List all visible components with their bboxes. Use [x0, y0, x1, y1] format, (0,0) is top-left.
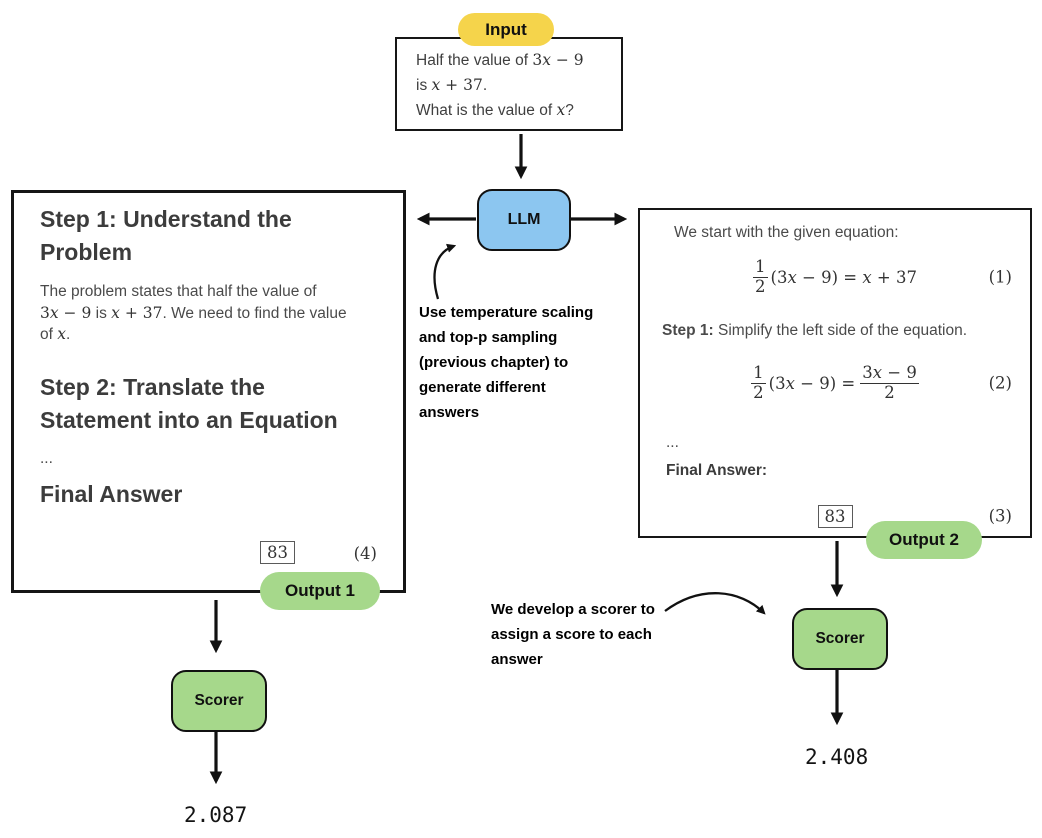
- equation-1-body: (3x − 9) = x + 37: [770, 267, 917, 287]
- output1-score-value: 2.087: [184, 803, 248, 827]
- output2-equation-1-number: (1): [988, 267, 1012, 287]
- output2-final-answer-label: Final Answer:: [666, 462, 768, 479]
- fraction-one-half: 1 2: [753, 257, 768, 296]
- input-badge: Input: [458, 13, 554, 46]
- scorer2-node: Scorer: [792, 608, 888, 670]
- output1-equation-number: (4): [353, 544, 377, 563]
- output2-step1-line: Step 1: Simplify the left side of the eq…: [662, 322, 968, 339]
- llm-node: LLM: [477, 189, 571, 251]
- equation-2-body: (3x − 9) =: [768, 373, 856, 393]
- output2-boxed-answer: 83: [817, 504, 853, 528]
- fraction-numerator: 1: [751, 363, 766, 384]
- fraction-rhs: 3x − 9 2: [860, 363, 919, 402]
- output1-boxed-answer: 83: [260, 541, 295, 564]
- output2-score-value: 2.408: [805, 745, 869, 769]
- fraction-numerator: 1: [753, 257, 768, 278]
- output2-intro: We start with the given equation:: [674, 224, 899, 241]
- curved-arrow-sampling-note-icon: [433, 243, 457, 300]
- output1-badge: Output 1: [260, 572, 380, 610]
- fraction-denominator: 2: [753, 382, 764, 402]
- output1-equation-4: 83 (4): [14, 541, 403, 571]
- output2-equation-1: 1 2 (3x − 9) = x + 37 (1): [640, 251, 1030, 303]
- curved-arrow-scorer-note-icon: [664, 592, 766, 615]
- output2-badge: Output 2: [866, 521, 982, 559]
- output1-ellipsis: ...: [40, 450, 53, 467]
- output1-paragraph: The problem states that half the value o…: [40, 283, 347, 343]
- output2-equation-2: 1 2 (3x − 9) = 3x − 9 2 (2): [640, 357, 1030, 409]
- fraction-denominator: 2: [884, 382, 895, 402]
- output2-ellipsis: ...: [666, 434, 679, 451]
- fraction-one-half: 1 2: [751, 363, 766, 402]
- scorer1-node: Scorer: [171, 670, 267, 732]
- output2-equation-3: 83 (3): [640, 502, 1030, 530]
- output2-equation-3-number: (3): [988, 506, 1012, 526]
- output2-equation-2-number: (2): [988, 373, 1012, 393]
- output1-final-answer-heading: Final Answer: [40, 481, 183, 507]
- output2-panel: We start with the given equation: 1 2 (3…: [638, 208, 1032, 538]
- fraction-numerator: 3x − 9: [860, 363, 919, 384]
- fraction-denominator: 2: [755, 276, 766, 296]
